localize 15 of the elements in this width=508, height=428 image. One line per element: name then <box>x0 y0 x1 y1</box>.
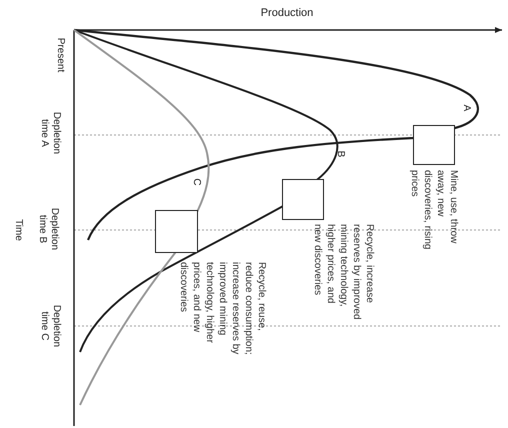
axis-title: Time <box>12 218 24 243</box>
callout-box <box>413 125 455 165</box>
curve-label: A <box>460 104 472 114</box>
tick-label: Present <box>54 36 66 74</box>
tick-label: Depletion time B <box>36 206 60 252</box>
annotation-text: Recycle, increase reserves by improved mining technology, higher prices, and new discoveries <box>311 224 376 322</box>
callout-box <box>155 210 198 253</box>
curve-label: B <box>334 150 346 160</box>
callout-box <box>282 179 324 220</box>
annotation-text: Mine, use, throw away, new discoveries, rising prices <box>408 170 460 252</box>
axis-title: Production <box>260 7 314 19</box>
annotation-text: Recycle, reuse, reduce consumption; increase reserves by improved mining technology, higher prices, and new discoveries <box>177 262 268 357</box>
tick-label: Depletion time C <box>38 304 62 350</box>
curve-label: C <box>190 177 202 188</box>
tick-label: Depletion time A <box>38 110 62 156</box>
